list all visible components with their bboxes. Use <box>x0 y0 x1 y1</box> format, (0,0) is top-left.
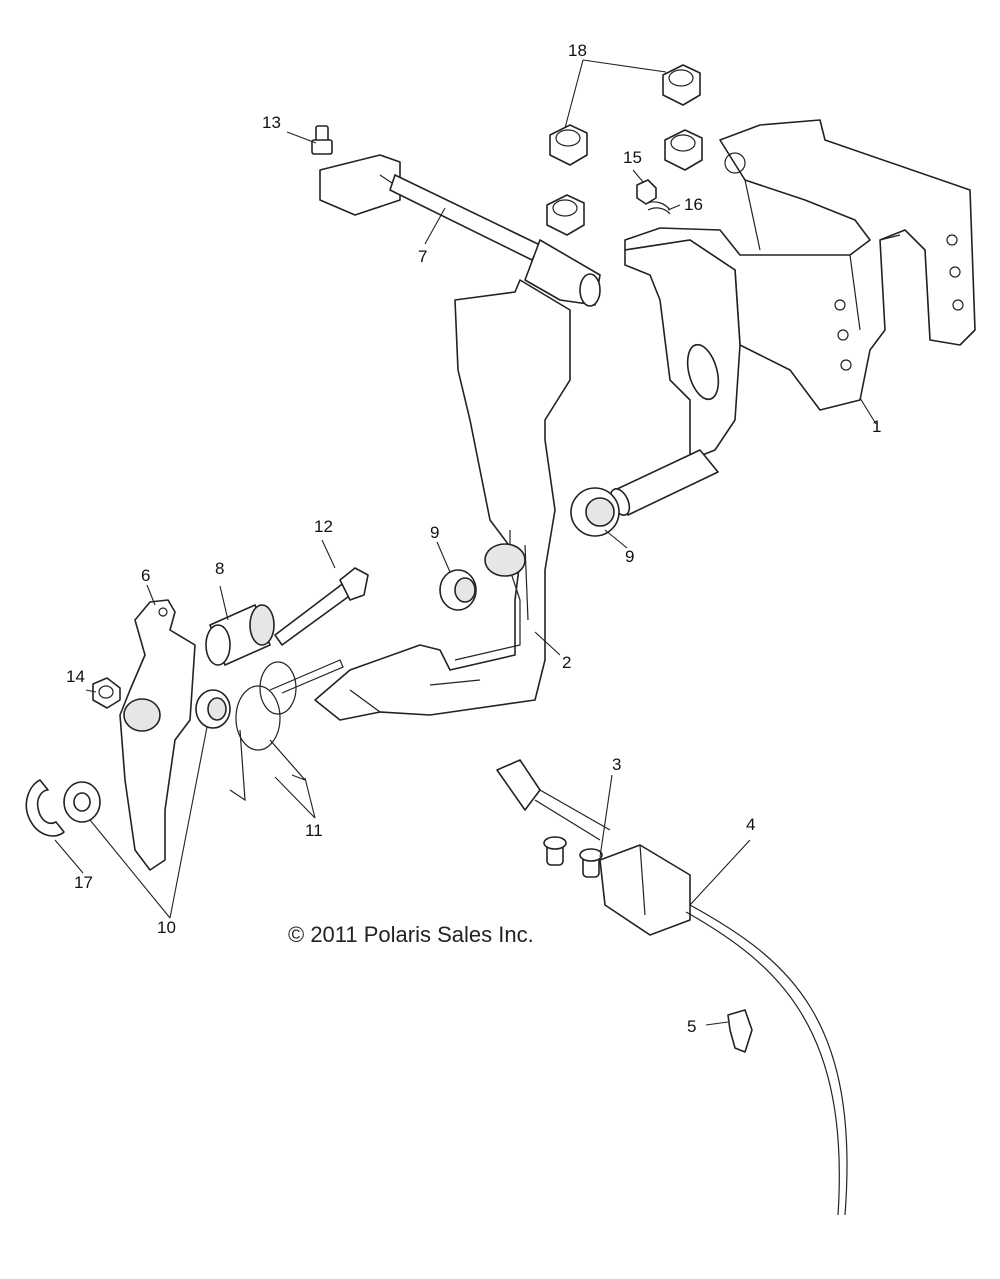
leader-lines <box>54 59 877 1026</box>
clip-part-16 <box>647 201 671 215</box>
cable-assembly-part-4 <box>496 759 848 1216</box>
e-clip-part-17 <box>25 779 65 837</box>
callout-3: 3 <box>612 755 621 774</box>
callout-8: 8 <box>215 559 224 578</box>
bushing-part-9 <box>439 487 620 611</box>
callout-labels: 1 2 3 4 5 6 7 8 9 9 10 11 12 13 14 15 16… <box>66 41 881 1036</box>
callout-7: 7 <box>418 247 427 266</box>
callout-13: 13 <box>262 113 281 132</box>
callout-5: 5 <box>687 1017 696 1036</box>
callout-11: 11 <box>305 821 323 840</box>
callout-1: 1 <box>872 417 881 436</box>
callout-6: 6 <box>141 566 150 585</box>
bolt-part-13 <box>311 125 333 155</box>
callout-14: 14 <box>66 667 85 686</box>
copyright-notice: © 2011 Polaris Sales Inc. <box>288 922 534 947</box>
callout-12: 12 <box>314 517 333 536</box>
callout-9-left: 9 <box>430 523 439 542</box>
clip-part-5 <box>727 1009 753 1053</box>
flange-nut-part-18 <box>546 64 703 236</box>
pin-part-3 <box>543 836 603 878</box>
nut-part-15 <box>636 179 657 205</box>
callout-16: 16 <box>684 195 703 214</box>
spring-part-11 <box>229 659 344 802</box>
pedal-part-2 <box>314 279 571 721</box>
callout-9-right: 9 <box>625 547 634 566</box>
nut-part-14 <box>92 677 121 709</box>
bolt-part-12 <box>274 567 369 646</box>
callout-17: 17 <box>74 873 93 892</box>
callout-18: 18 <box>568 41 587 60</box>
callout-2: 2 <box>562 653 571 672</box>
bushing-washer-part-10 <box>63 689 231 823</box>
callout-15: 15 <box>623 148 642 167</box>
callout-4: 4 <box>746 815 755 834</box>
callout-10: 10 <box>157 918 176 937</box>
adjuster-rod-part-7 <box>319 154 601 307</box>
mounting-bracket-part-1 <box>609 119 976 516</box>
spacer-part-8 <box>205 604 275 666</box>
lever-plate-part-6 <box>119 599 196 871</box>
